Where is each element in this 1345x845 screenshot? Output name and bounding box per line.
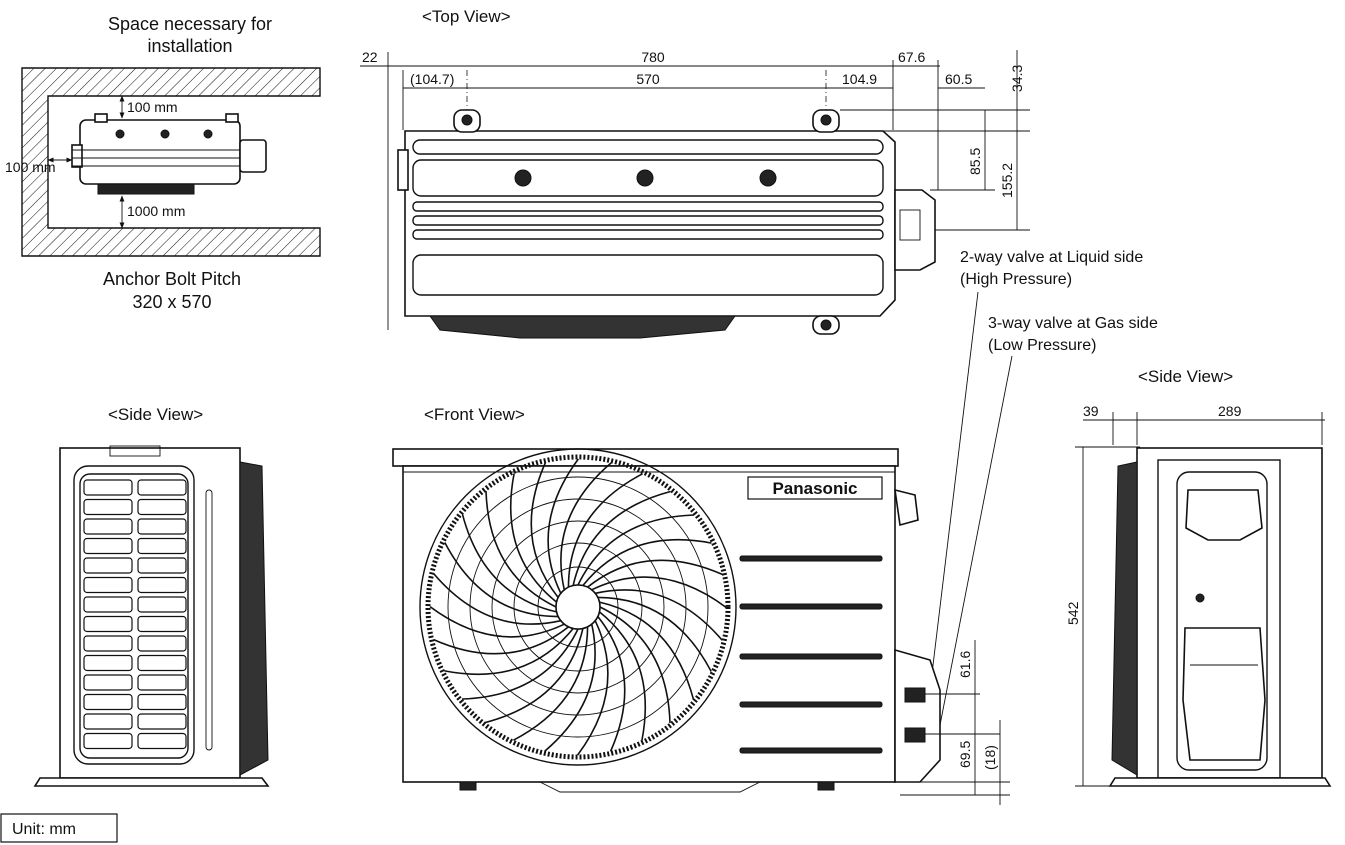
top-view-title: <Top View>	[422, 7, 511, 26]
left-side-view-title: <Side View>	[108, 405, 203, 424]
clearance-top-label: 100 mm	[127, 99, 178, 115]
installation-heading-2: installation	[147, 36, 232, 56]
installation-heading-1: Space necessary for	[108, 14, 272, 34]
wall-hatch	[21, 67, 321, 257]
front-view-title: <Front View>	[424, 405, 525, 424]
liquid-valve-label-2: (High Pressure)	[960, 271, 1072, 288]
front-view: <Front View> Panasonic	[392, 405, 1010, 805]
dim-side-height: 542	[1065, 601, 1081, 625]
brand-badge	[747, 476, 883, 500]
dim-left-offset: 22	[362, 49, 378, 65]
clearance-front-label: 1000 mm	[127, 203, 185, 219]
brand-logo: Panasonic	[772, 479, 857, 498]
valve-labels: 2-way valve at Liquid side (High Pressur…	[929, 249, 1158, 726]
dim-overall-width: 780	[641, 49, 665, 65]
fan-grille	[419, 448, 737, 766]
top-view-body	[404, 130, 896, 317]
side-louvers	[83, 479, 187, 750]
installation-diagram: Space necessary for installation 100 mm …	[5, 14, 321, 312]
dim-right-overhang: 67.6	[898, 49, 925, 65]
gas-valve-label-1: 3-way valve at Gas side	[988, 315, 1158, 332]
installation-unit	[71, 113, 267, 195]
clearance-left-label: 100 mm	[5, 159, 56, 175]
unit-label: Unit: mm	[12, 821, 76, 838]
gas-valve-label-2: (Low Pressure)	[988, 337, 1096, 354]
right-side-view-title: <Side View>	[1138, 367, 1233, 386]
dim-valve-depth-a: 85.5	[967, 148, 983, 175]
left-side-view: <Side View>	[33, 405, 270, 787]
dim-right-offset: 60.5	[945, 71, 972, 87]
right-side-view: <Side View> 39 289 542	[1065, 367, 1332, 787]
anchor-bolt-value: 320 x 570	[132, 292, 211, 312]
dim-right-bolt: 104.9	[842, 71, 877, 87]
dim-valve-depth-b: 155.2	[999, 163, 1015, 198]
dim-left-bolt: (104.7)	[410, 71, 454, 87]
unit-note: Unit: mm	[0, 813, 118, 843]
dim-bolt-pitch: 570	[636, 71, 660, 87]
anchor-bolt-heading: Anchor Bolt Pitch	[103, 269, 241, 289]
dim-valve-spacing: 61.6	[957, 651, 973, 678]
dim-side-depth: 289	[1218, 403, 1242, 419]
top-view: <Top View> 22 780 67.6 (104.7) 570 104.9…	[360, 7, 1030, 339]
dim-top-offset: 34.3	[1009, 65, 1025, 92]
dim-side-offset: 39	[1083, 403, 1099, 419]
dim-valve-height: 69.5	[957, 741, 973, 768]
liquid-valve-label-1: 2-way valve at Liquid side	[960, 249, 1143, 266]
dim-foot-height: (18)	[982, 745, 998, 770]
